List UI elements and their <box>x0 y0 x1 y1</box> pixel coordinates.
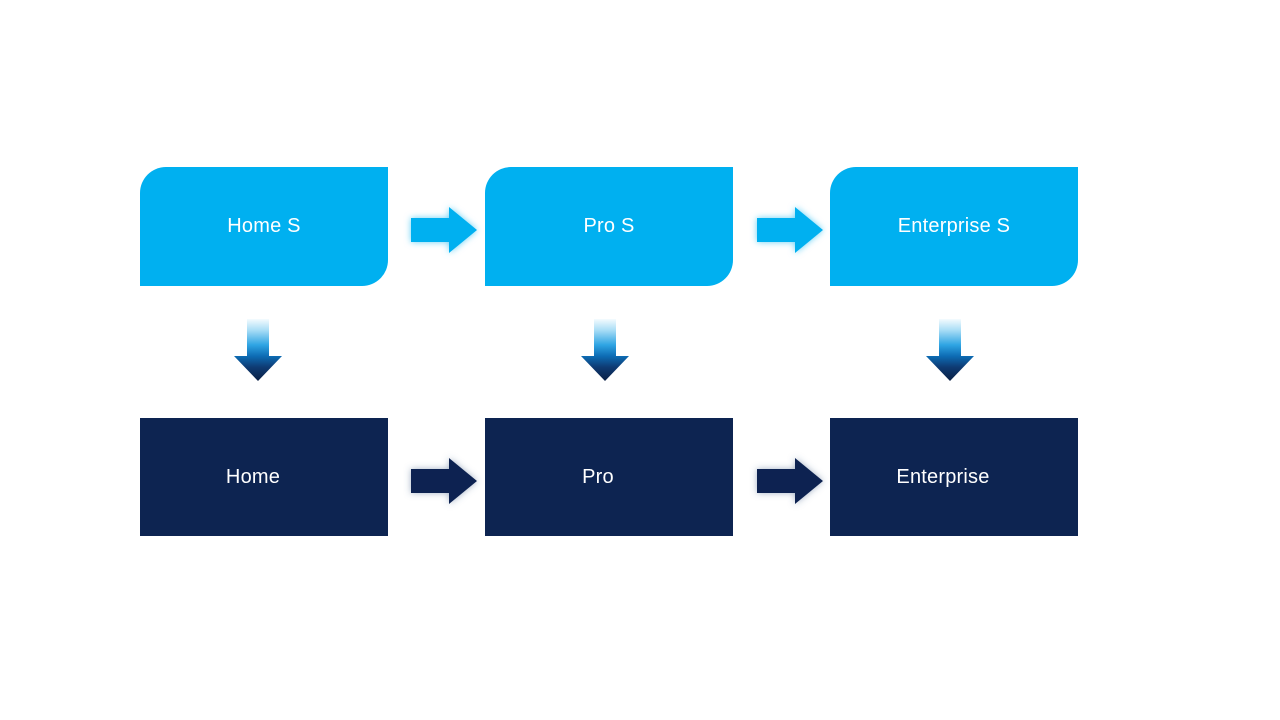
arrow-down-icon <box>581 319 629 381</box>
arrow-down-icon <box>926 319 974 381</box>
box-home: Home <box>140 418 388 536</box>
box-enterprise-s-label: Enterprise S <box>897 215 1011 237</box>
box-pro-s: Pro S <box>485 167 733 286</box>
box-home-label: Home <box>225 465 281 488</box>
arrow-right-icon <box>757 458 823 504</box>
box-enterprise-s: Enterprise S <box>830 167 1078 286</box>
box-enterprise-label: Enterprise <box>896 465 990 488</box>
box-pro-label: Pro <box>582 465 614 488</box>
box-enterprise: Enterprise <box>830 418 1078 536</box>
arrow-right-icon <box>411 458 477 504</box>
arrow-down-icon <box>234 319 282 381</box>
box-home-s: Home S <box>140 167 388 286</box>
box-pro-s-label: Pro S <box>583 215 635 237</box>
box-home-s-label: Home S <box>227 215 301 237</box>
box-pro: Pro <box>485 418 733 536</box>
arrow-right-icon <box>757 207 823 253</box>
arrow-right-icon <box>411 207 477 253</box>
